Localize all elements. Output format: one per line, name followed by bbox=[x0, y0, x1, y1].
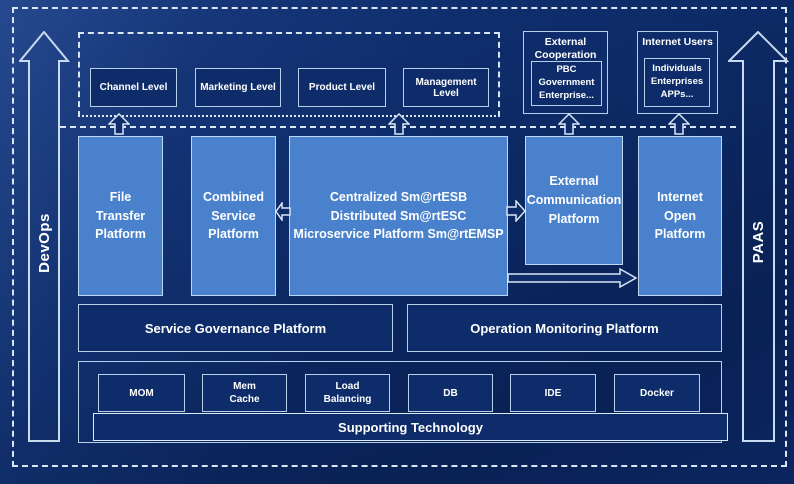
service-governance-platform-box: Service Governance Platform bbox=[78, 304, 393, 352]
technology-section-frame bbox=[78, 361, 722, 443]
combined-service-platform-box: Combined Service Platform bbox=[191, 136, 276, 296]
level-box-marketing: Marketing Level bbox=[195, 68, 281, 107]
external-cooperation-members: PBC Government Enterprise... bbox=[531, 61, 602, 106]
tech-box-load-balancing: Load Balancing bbox=[305, 374, 390, 412]
levels-group-frame bbox=[78, 32, 500, 117]
devops-label: DevOps bbox=[35, 213, 53, 273]
left-arrow-icon bbox=[275, 202, 291, 221]
tech-box-mem-cache: Mem Cache bbox=[202, 374, 287, 412]
supporting-technology-bar: Supporting Technology bbox=[93, 413, 728, 441]
tech-box-mom: MOM bbox=[98, 374, 185, 412]
paas-up-arrow-icon bbox=[728, 31, 789, 442]
level-box-management: Management Level bbox=[403, 68, 489, 107]
devops-up-arrow-icon bbox=[19, 31, 70, 442]
external-communication-platform-box: External Communication Platform bbox=[525, 136, 623, 265]
up-arrow-icon bbox=[388, 113, 410, 135]
internet-users-box: Internet Users Individuals Enterprises A… bbox=[637, 31, 718, 114]
right-arrow-icon bbox=[506, 200, 526, 222]
external-cooperation-title: External Cooperation bbox=[534, 36, 597, 62]
internet-users-title: Internet Users bbox=[642, 36, 713, 48]
external-cooperation-box: External Cooperation PBC Government Ente… bbox=[523, 31, 608, 114]
tech-box-docker: Docker bbox=[614, 374, 700, 412]
outer-boundary bbox=[12, 7, 787, 467]
operation-monitoring-platform-box: Operation Monitoring Platform bbox=[407, 304, 722, 352]
level-box-channel: Channel Level bbox=[90, 68, 177, 107]
up-arrow-icon bbox=[668, 113, 690, 135]
up-arrow-icon bbox=[558, 113, 580, 135]
tech-box-ide: IDE bbox=[510, 374, 596, 412]
up-arrow-icon bbox=[108, 113, 130, 135]
tech-box-db: DB bbox=[408, 374, 493, 412]
internet-users-members: Individuals Enterprises APPs... bbox=[644, 58, 710, 107]
file-transfer-platform-box: File Transfer Platform bbox=[78, 136, 163, 296]
level-box-product: Product Level bbox=[298, 68, 386, 107]
internet-open-platform-box: Internet Open Platform bbox=[638, 136, 722, 296]
paas-label: PAAS bbox=[749, 220, 767, 264]
long-right-arrow-icon bbox=[507, 268, 638, 288]
esb-core-platform-box: Centralized Sm@rtESB Distributed Sm@rtES… bbox=[289, 136, 508, 296]
